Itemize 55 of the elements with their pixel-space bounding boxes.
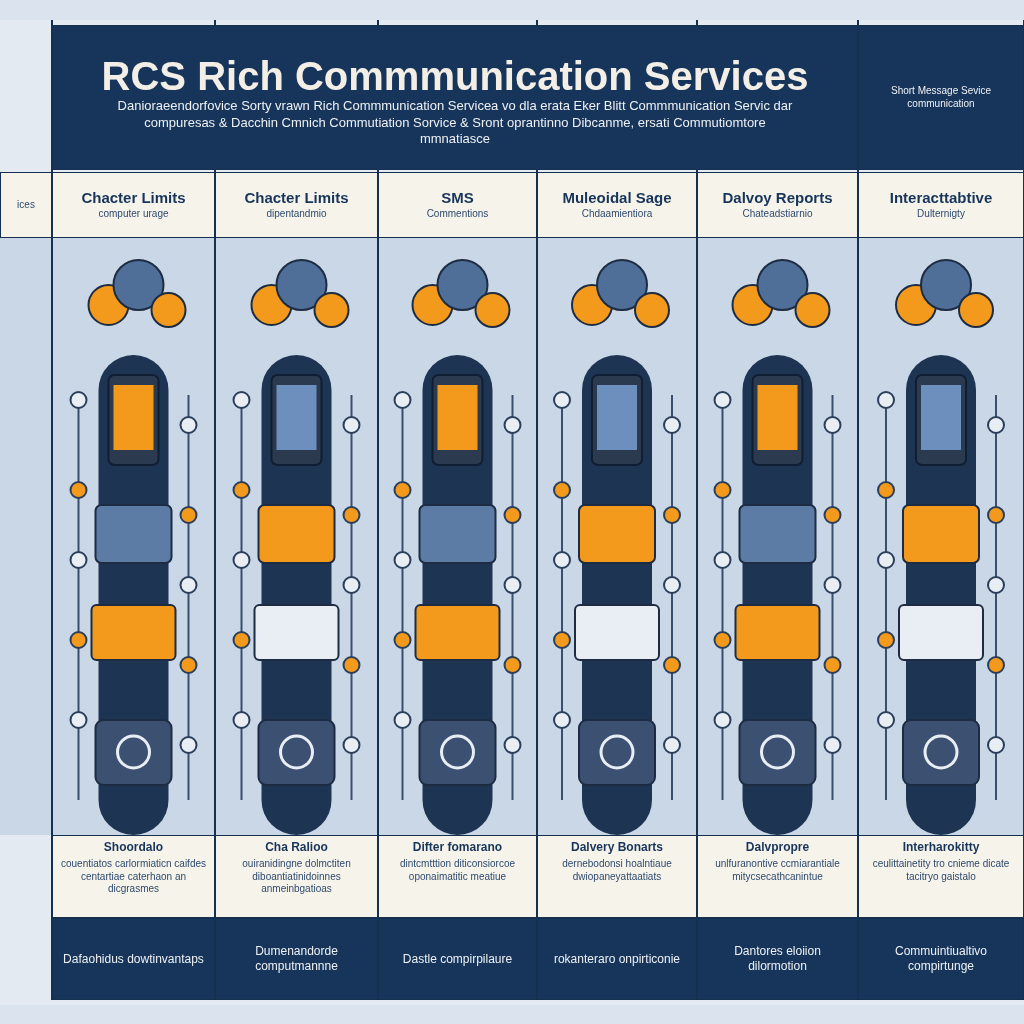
- footer-band: [52, 918, 215, 1000]
- footer-band: [697, 918, 858, 1000]
- column-header-card: [52, 172, 215, 238]
- column-header-card: [537, 172, 697, 238]
- column-footer-card: [378, 835, 537, 918]
- column-heading: Dalvoy Reports: [722, 189, 833, 209]
- column-note: Dastle compirpilaure: [402, 951, 513, 967]
- column-heading: Difter fomarano: [412, 840, 503, 855]
- column-description: unlfuranontive ccmiarantiale mitycsecathcanintue: [714, 858, 841, 883]
- footer-band: [858, 918, 1024, 1000]
- header-banner: [858, 25, 1024, 170]
- column-footer-card: [215, 835, 378, 918]
- column-heading: Muleoidal Sage: [562, 189, 672, 209]
- column-heading: Dalvpropre: [745, 840, 810, 855]
- column-description: dintcmtttion diticonsiorcoe oponaimatitic meatiue: [398, 858, 517, 883]
- column-description: Chdaamientiora: [581, 208, 653, 221]
- footer-band: [378, 918, 537, 1000]
- column-description: computer urage: [98, 208, 169, 221]
- column-heading: Interharokitty: [902, 840, 980, 855]
- footer-band: [537, 918, 697, 1000]
- column-header-card: [858, 172, 1024, 238]
- column-header-card: [697, 172, 858, 238]
- column-note: Dafaohidus dowtinvantaps: [63, 951, 204, 967]
- column-note: Commuintiualtivo compirtunge: [893, 944, 988, 974]
- footer-band: [215, 918, 378, 1000]
- subtitle: Danioraeendorfovice Sorty vrawn Rich Commmunication Servicea vo dla erata Eker Blitt Commmunication Servic dar compuresas & Dacchin Cmnich Commutiation Sorvice & Sront oprantinno Dibcanme, ersati Commutiomtore mmnatiasce: [116, 98, 794, 147]
- column-header-card: [215, 172, 378, 238]
- column-heading: Cha Ralioo: [265, 840, 328, 855]
- column-footer-card: [52, 835, 215, 918]
- column-description: ouiranidingne dolmctiten diboantiatinidoinnes anmeinbgatioas: [241, 858, 352, 896]
- column-heading: Interacttabtive: [889, 189, 993, 209]
- column-description: Dulternigty: [917, 208, 965, 221]
- title: RCS Rich Commmunication Services: [100, 54, 810, 99]
- column-heading: Dalvery Bonarts: [570, 840, 663, 855]
- column-note: Dantores eloiion dilormotion: [733, 944, 822, 974]
- header-banner: [52, 25, 858, 170]
- column-description: ceulittainetity tro cnieme dicate tacitryo gaistalo: [871, 858, 1011, 883]
- column-header-card: [378, 172, 537, 238]
- column-note: Short Message Sevice communication: [889, 85, 993, 110]
- column-description: dipentandmio: [266, 208, 327, 221]
- column-heading: SMS: [441, 189, 474, 209]
- column-heading: Shoordalo: [103, 840, 164, 855]
- column-description: dernebodonsi hoalntiaue dwiopaneyattaatiats: [561, 858, 673, 883]
- column-note: rokanteraro onpirticonie: [553, 951, 681, 967]
- column-heading: Chacter Limits: [81, 189, 186, 209]
- column-note: Dumenandorde computmannne: [254, 944, 339, 974]
- column-footer-card: [537, 835, 697, 918]
- column-header-card: [0, 172, 52, 238]
- column-description: ices: [17, 198, 35, 212]
- column-description: Commentions: [426, 208, 489, 221]
- column-description: Chateadstiarnio: [742, 208, 813, 221]
- column-heading: Chacter Limits: [244, 189, 349, 209]
- column-description: couentiatos carlormiaticn caifdes centartiae caterhaon an dicgrasmes: [59, 858, 208, 896]
- column-footer-card: [697, 835, 858, 918]
- column-footer-card: [858, 835, 1024, 918]
